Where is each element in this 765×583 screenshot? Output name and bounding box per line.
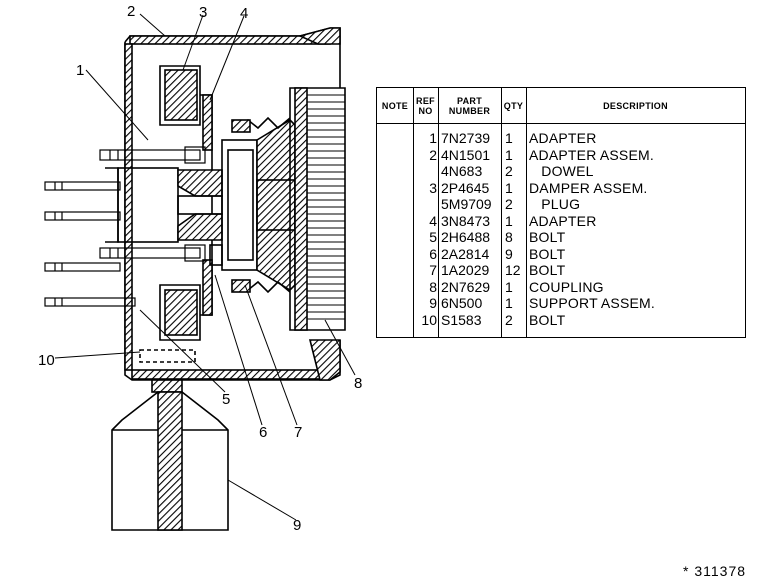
header-qty: QTY	[503, 101, 524, 111]
ref-no-cell: 2	[429, 146, 437, 163]
part-number-cell: 4N1501	[441, 146, 491, 163]
housing-bottom-wall	[131, 369, 331, 380]
qty-cell: 2	[505, 196, 513, 212]
part-number-cell: 2P4645	[441, 179, 490, 196]
qty-cell: 1	[505, 278, 513, 295]
callout-8: 8	[354, 375, 362, 392]
callout-2: 2	[127, 3, 135, 20]
qty-cell: 12	[505, 262, 521, 278]
part-number-cell: 2H6488	[441, 229, 491, 245]
table-row: 5M9709 2 PLUG	[377, 196, 745, 213]
part-number-cell: 1A2029	[441, 262, 490, 278]
qty-cell: 2	[505, 311, 513, 328]
hub-flange	[177, 169, 223, 197]
damper-block-bottom	[164, 289, 198, 336]
part-number-cell: 6N500	[441, 295, 483, 311]
bolts-left	[44, 146, 206, 307]
description-cell: COUPLING	[529, 278, 604, 295]
callout-9: 9	[293, 517, 301, 534]
description-cell: PLUG	[529, 196, 581, 212]
part-number-cell: 4N683	[441, 163, 483, 179]
coupling-ribs	[307, 94, 345, 320]
qty-cell: 2	[505, 163, 513, 179]
drawing-number: * 311378	[683, 563, 747, 579]
part-number-cell: 2N7629	[441, 278, 491, 295]
ref-no-cell: 10	[421, 311, 437, 328]
part-number-cell: 7N2739	[441, 130, 491, 146]
header-note: NOTE	[381, 101, 409, 111]
qty-cell: 1	[505, 212, 513, 229]
ref-no-cell: 5	[429, 229, 437, 245]
description-cell: DOWEL	[529, 163, 594, 179]
housing-rim-bottom	[308, 339, 341, 381]
description-cell: BOLT	[529, 311, 566, 328]
qty-cell: 1	[505, 179, 513, 196]
coupling-ring	[289, 87, 346, 331]
qty-cell: 1	[505, 130, 513, 146]
ref-no-cell: 9	[429, 295, 437, 311]
qty-cell: 8	[505, 229, 513, 245]
qty-cell: 1	[505, 146, 513, 163]
header-description: DESCRIPTION	[603, 101, 668, 111]
part-number-cell: 5M9709	[441, 196, 492, 212]
callout-6: 6	[259, 424, 267, 441]
table-row: 4N683 2 DOWEL	[377, 163, 745, 180]
qty-cell: 1	[505, 295, 513, 311]
bolt-10-dashed	[139, 349, 196, 363]
callout-10: 10	[38, 352, 55, 369]
ref-no-cell: 3	[429, 179, 437, 196]
support-neck	[151, 379, 183, 393]
callout-3: 3	[199, 4, 207, 21]
description-cell: ADAPTER ASSEM.	[529, 146, 654, 163]
part-number-cell: 2A2814	[441, 245, 490, 262]
ref-no-cell: 4	[429, 212, 437, 229]
ref-no-cell: 1	[429, 130, 437, 146]
damper-block-top	[164, 69, 198, 121]
description-cell: DAMPER ASSEM.	[529, 179, 648, 196]
callout-1: 1	[76, 62, 84, 79]
description-cell: ADAPTER	[529, 130, 597, 146]
leader-lines	[54, 13, 356, 521]
callout-4: 4	[240, 5, 248, 22]
description-cell: SUPPORT ASSEM.	[529, 295, 655, 311]
ref-no-cell: 7	[429, 262, 437, 278]
callout-7: 7	[294, 424, 302, 441]
description-cell: BOLT	[529, 245, 566, 262]
description-cell: BOLT	[529, 262, 566, 278]
part-number-cell: 3N8473	[441, 212, 491, 229]
qty-cell: 9	[505, 245, 513, 262]
part-number-cell: S1583	[441, 311, 482, 328]
ref-no-cell: 6	[429, 245, 437, 262]
callout-5: 5	[222, 391, 230, 408]
housing-top-wall	[129, 35, 331, 45]
ref-no-cell: 8	[429, 278, 437, 295]
table-header	[377, 88, 745, 124]
callout-labels: 1 2 3 4 5 6 7 8 9 10	[38, 3, 362, 534]
housing-rim-top	[297, 27, 341, 45]
description-cell: BOLT	[529, 229, 566, 245]
description-cell: ADAPTER	[529, 212, 597, 229]
